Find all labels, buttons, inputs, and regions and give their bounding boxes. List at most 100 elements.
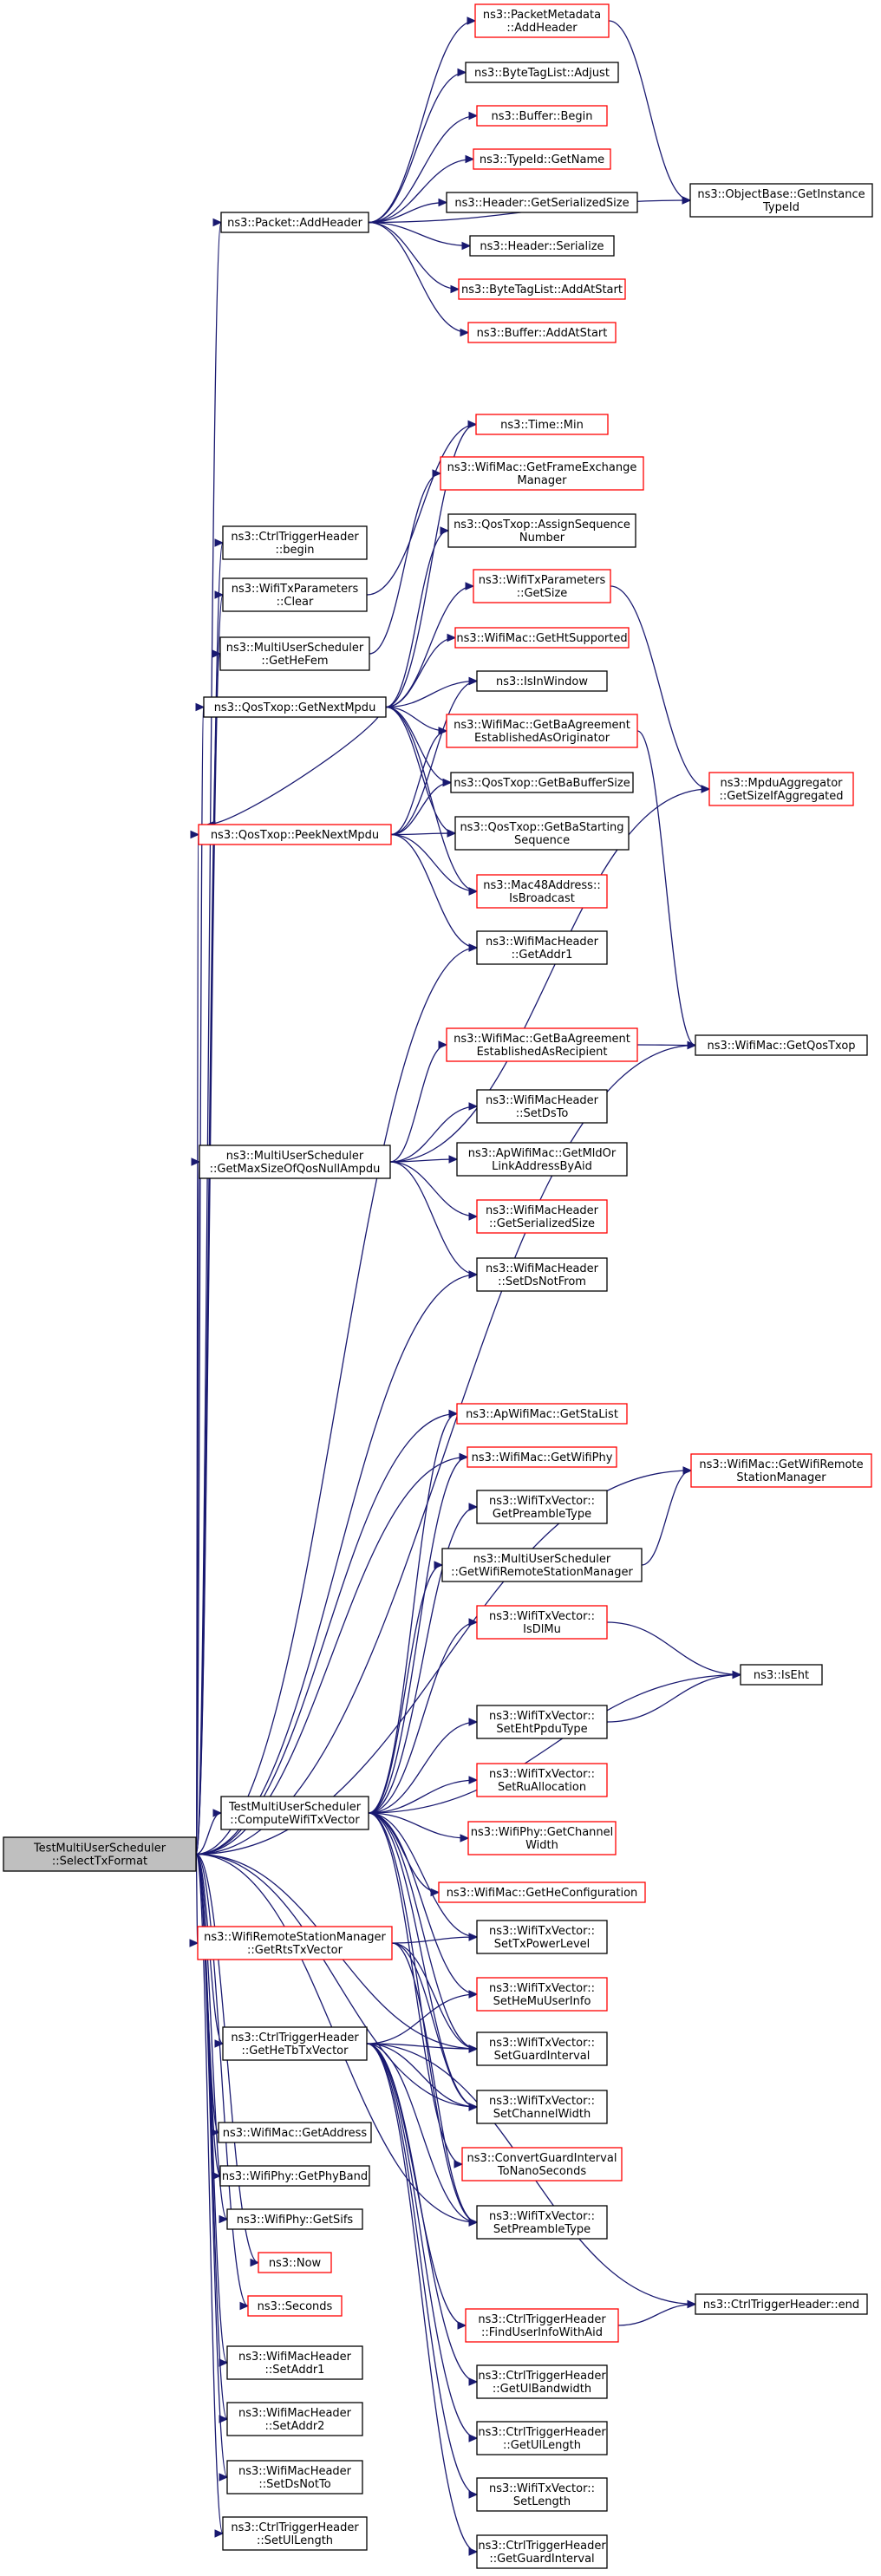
node-header-getsersize[interactable]: ns3::Header::GetSerializedSize <box>446 192 638 213</box>
edge-tmus_computetxv-to-wifitxv_setgi <box>368 1812 478 2050</box>
node-wifimachdr-setdsto[interactable]: ns3::WifiMacHeader::SetDsTo <box>476 1089 608 1124</box>
node-buffer-begin[interactable]: ns3::Buffer::Begin <box>476 105 608 127</box>
node-wifimachdr-setdsnotto[interactable]: ns3::WifiMacHeader::SetDsNotTo <box>226 2460 363 2494</box>
node-wifitxv-getpreamble[interactable]: ns3::WifiTxVector::GetPreambleType <box>476 1490 608 1524</box>
node-box <box>740 1664 823 1686</box>
node-wifimachdr-setaddr1[interactable]: ns3::WifiMacHeader::SetAddr1 <box>226 2345 363 2380</box>
node-wifimac-getwrsm[interactable]: ns3::WifiMac::GetWifiRemoteStationManage… <box>690 1453 872 1488</box>
node-mus-getmaxsize[interactable]: ns3::MultiUserScheduler::GetMaxSizeOfQos… <box>199 1145 391 1179</box>
node-wrsm-getrtstxv[interactable]: ns3::WifiRemoteStationManager::GetRtsTxV… <box>197 1926 393 1960</box>
arrowhead-bytetag_adjust <box>457 68 467 77</box>
node-ctrltrig-begin[interactable]: ns3::CtrlTriggerHeader::begin <box>222 525 368 560</box>
node-box <box>220 1796 369 1830</box>
node-wifimachdr-getsersize[interactable]: ns3::WifiMacHeader::GetSerializedSize <box>476 1199 608 1234</box>
node-qostxop-getnextmpdu[interactable]: ns3::QosTxop::GetNextMpdu <box>203 696 387 718</box>
node-mac48-isbroadcast[interactable]: ns3::Mac48Address::IsBroadcast <box>476 874 608 909</box>
node-iseht[interactable]: ns3::IsEht <box>740 1664 823 1686</box>
node-ctrltrig-getgi[interactable]: ns3::CtrlTriggerHeader::GetGuardInterval <box>476 2534 608 2569</box>
node-qostxop-peeknextmpdu[interactable]: ns3::QosTxop::PeekNextMpdu <box>198 824 392 845</box>
node-wifimachdr-getaddr1[interactable]: ns3::WifiMacHeader::GetAddr1 <box>476 930 608 965</box>
node-label-line: ::GetWifiRemoteStationManager <box>451 1566 633 1579</box>
node-box <box>197 1926 393 1960</box>
node-wifimac-getwifiphy[interactable]: ns3::WifiMac::GetWifiPhy <box>467 1446 617 1468</box>
node-wifitxv-isdlmu[interactable]: ns3::WifiTxVector::IsDlMu <box>476 1605 608 1640</box>
node-label-line: ns3::WifiMac::GetWifiPhy <box>472 1451 613 1464</box>
node-pktmeta-addheader[interactable]: ns3::PacketMetadata::AddHeader <box>474 3 610 38</box>
node-wifitxv-sethemuuser[interactable]: ns3::WifiTxVector::SetHeMuUserInfo <box>476 1977 608 2012</box>
edge-root-to-wifitxv_setchanwidth <box>195 1853 478 2108</box>
node-bytetag-addatstart[interactable]: ns3::ByteTagList::AddAtStart <box>458 278 626 300</box>
node-wifimac-gethtsupp[interactable]: ns3::WifiMac::GetHtSupported <box>454 627 630 649</box>
node-label-line: ns3::Now <box>269 2257 322 2270</box>
node-now[interactable]: ns3::Now <box>258 2252 332 2273</box>
node-wifimac-getbaorig[interactable]: ns3::WifiMac::GetBaAgreementEstablishedA… <box>446 714 638 748</box>
node-isinwindow[interactable]: ns3::IsInWindow <box>476 670 608 692</box>
node-box <box>447 513 636 548</box>
node-wifimac-getbarecip[interactable]: ns3::WifiMac::GetBaAgreementEstablishedA… <box>446 1027 638 1062</box>
node-apwifimac-getstalist[interactable]: ns3::ApWifiMac::GetStaList <box>456 1403 628 1425</box>
node-wifiphy-getphyband[interactable]: ns3::WifiPhy::GetPhyBand <box>219 2165 370 2187</box>
node-tmus-computetxv[interactable]: TestMultiUserScheduler::ComputeWifiTxVec… <box>220 1796 369 1830</box>
node-qostxop-getbabuf[interactable]: ns3::QosTxop::GetBaBufferSize <box>450 772 634 793</box>
node-label-line: LinkAddressByAid <box>492 1160 592 1173</box>
edge-pkt_addheader-to-bytetag_adjust <box>368 71 467 224</box>
node-wifimac-gethecfg[interactable]: ns3::WifiMac::GetHeConfiguration <box>438 1881 646 1903</box>
node-box <box>454 627 630 649</box>
node-wifiphy-getsifs[interactable]: ns3::WifiPhy::GetSifs <box>226 2208 363 2230</box>
node-mus-getwrsm[interactable]: ns3::MultiUserScheduler::GetWifiRemoteSt… <box>441 1548 643 1582</box>
node-ctrltrig-setullen[interactable]: ns3::CtrlTriggerHeader::SetUlLength <box>222 2516 368 2551</box>
node-ctrltrig-gethetbtxv[interactable]: ns3::CtrlTriggerHeader::GetHeTbTxVector <box>222 2026 368 2061</box>
node-label-line: ns3::WifiTxVector:: <box>489 2482 595 2495</box>
node-root[interactable]: TestMultiUserScheduler::SelectTxFormat <box>3 1836 197 1872</box>
node-seconds[interactable]: ns3::Seconds <box>247 2295 343 2317</box>
node-pkt-addheader[interactable]: ns3::Packet::AddHeader <box>220 212 369 233</box>
node-ctrltrig-end[interactable]: ns3::CtrlTriggerHeader::end <box>695 2293 868 2315</box>
node-wifimachdr-setaddr2[interactable]: ns3::WifiMacHeader::SetAddr2 <box>226 2402 363 2436</box>
edge-tmus_computetxv-to-convertgi <box>368 1812 463 2165</box>
node-label-line: ns3::Header::Serialize <box>480 240 604 253</box>
node-wifitxv-setgi[interactable]: ns3::WifiTxVector::SetGuardInterval <box>476 2031 608 2066</box>
node-typeid-getname[interactable]: ns3::TypeId::GetName <box>473 148 611 170</box>
node-box <box>476 2477 608 2512</box>
node-bytetag-adjust[interactable]: ns3::ByteTagList::Adjust <box>465 62 619 83</box>
node-wifimac-getqostxop[interactable]: ns3::WifiMac::GetQosTxop <box>695 1034 868 1056</box>
edge-tmus_computetxv-to-wifitxv_settxpower <box>368 1812 478 1938</box>
edge-pktmeta_addheader-to-objbase_getinst <box>608 20 691 201</box>
node-label-line: ::GetMaxSizeOfQosNullAmpdu <box>210 1163 381 1176</box>
node-buffer-addatstart[interactable]: ns3::Buffer::AddAtStart <box>467 322 617 343</box>
node-label-line: ns3::Seconds <box>258 2300 333 2313</box>
node-header-serialize[interactable]: ns3::Header::Serialize <box>469 235 615 257</box>
node-ctrltrig-getulbw[interactable]: ns3::CtrlTriggerHeader::GetUlBandwidth <box>476 2364 608 2399</box>
node-label-line: ns3::CtrlTriggerHeader <box>478 2370 606 2383</box>
node-time-min[interactable]: ns3::Time::Min <box>475 414 609 435</box>
node-wifitxparams-getsize[interactable]: ns3::WifiTxParameters::GetSize <box>473 569 611 603</box>
node-wifimachdr-setdsnotfrom[interactable]: ns3::WifiMacHeader::SetDsNotFrom <box>476 1257 608 1292</box>
arrowhead-wifitxv_setru <box>468 1776 479 1784</box>
node-mpduagg-getsize[interactable]: ns3::MpduAggregator::GetSizeIfAggregated <box>708 772 854 806</box>
node-mus-gethefem[interactable]: ns3::MultiUserScheduler::GetHeFem <box>219 636 370 671</box>
node-wifimac-getaddress[interactable]: ns3::WifiMac::GetAddress <box>218 2122 372 2143</box>
edge-wrsm_getrtstxv-to-wifitxv_setpreamble <box>391 1942 478 2223</box>
node-ctrltrig-finduser[interactable]: ns3::CtrlTriggerHeader::FindUserInfoWith… <box>465 2308 619 2343</box>
node-label-line: SetPreambleType <box>493 2223 591 2236</box>
node-wifitxparams-clear[interactable]: ns3::WifiTxParameters::Clear <box>222 577 368 612</box>
node-wifitxv-setehtppdu[interactable]: ns3::WifiTxVector::SetEhtPpduType <box>476 1705 608 1739</box>
arrowhead-tmus_computetxv <box>212 1809 223 1817</box>
node-wifitxv-setchanwidth[interactable]: ns3::WifiTxVector::SetChannelWidth <box>476 2090 608 2124</box>
node-wifitxv-settxpower[interactable]: ns3::WifiTxVector::SetTxPowerLevel <box>476 1920 608 1954</box>
node-wifitxv-setru[interactable]: ns3::WifiTxVector::SetRuAllocation <box>476 1763 608 1797</box>
node-ctrltrig-getullen[interactable]: ns3::CtrlTriggerHeader::GetUlLength <box>476 2421 608 2455</box>
node-label-line: ns3::CtrlTriggerHeader <box>231 2521 359 2534</box>
node-wifitxv-setpreamble[interactable]: ns3::WifiTxVector::SetPreambleType <box>476 2205 608 2240</box>
node-box <box>438 1881 646 1903</box>
edge-qostxop_peeknextmpdu-to-isinwindow <box>390 680 478 836</box>
node-wifitxv-setlength[interactable]: ns3::WifiTxVector::SetLength <box>476 2477 608 2512</box>
edge-root-to-wifiphy_getsifs <box>195 1853 228 2221</box>
